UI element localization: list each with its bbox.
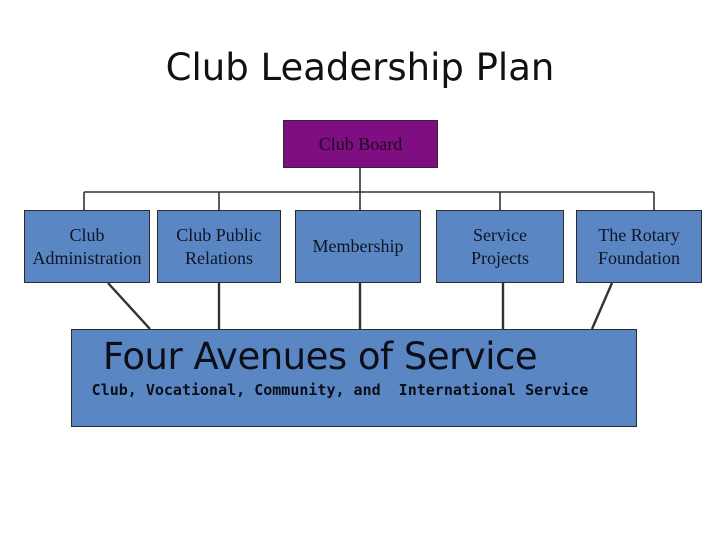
four-avenues-title: Four Avenues of Service — [102, 335, 538, 378]
club-board-box: Club Board — [283, 120, 438, 168]
four-avenues-box: Four Avenues of Service Club, Vocational… — [71, 329, 637, 427]
committee-club-public-relations: Club Public Relations — [157, 210, 281, 283]
committee-service-projects: Service Projects — [436, 210, 564, 283]
four-avenues-subtitle: Club, Vocational, Community, and Interna… — [91, 381, 589, 399]
committee-club-administration: Club Administration — [24, 210, 150, 283]
committee-rotary-foundation: The Rotary Foundation — [576, 210, 702, 283]
connector-rotary-foundation-avenues — [590, 282, 614, 330]
committee-membership: Membership — [295, 210, 421, 283]
connector-administration-avenues — [107, 282, 151, 330]
slide-title: Club Leadership Plan — [165, 46, 555, 89]
